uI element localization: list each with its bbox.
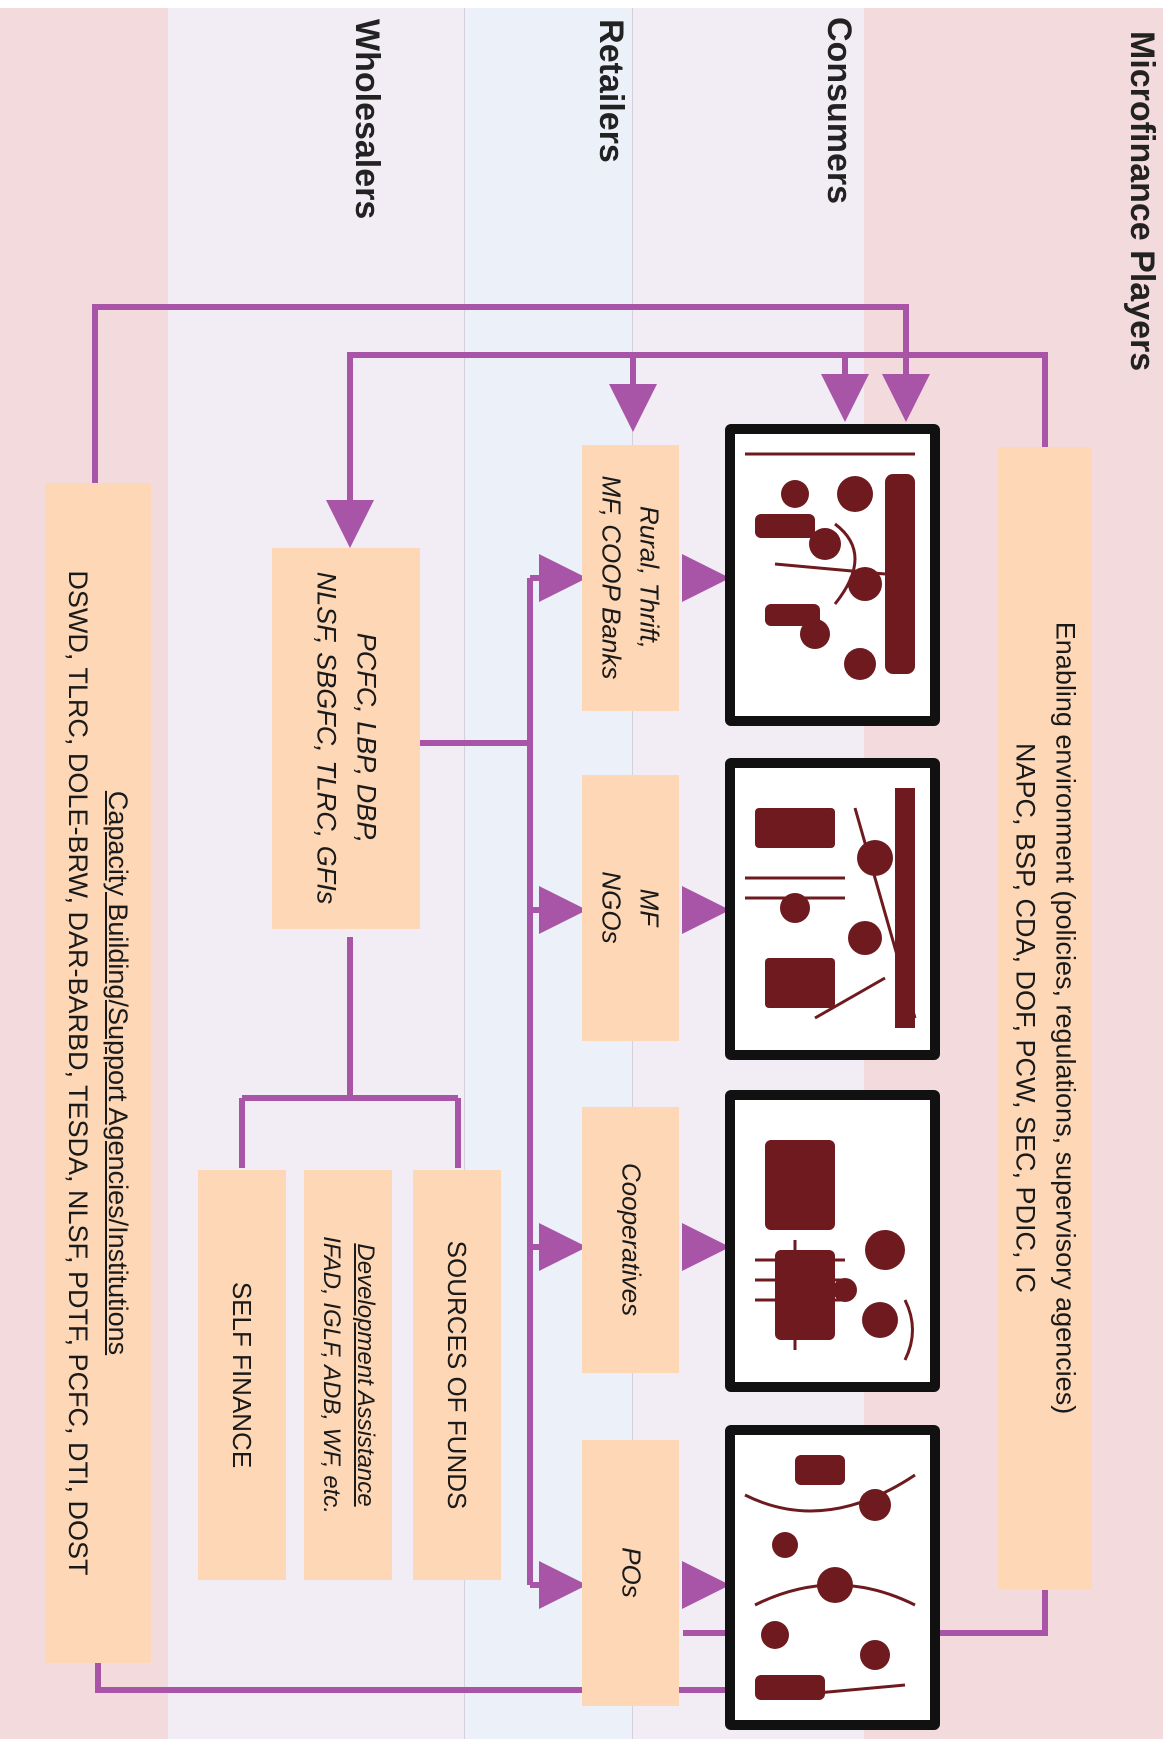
- wholesaler-pcfc-box[interactable]: PCFC, LBP, DBP, NLSF, SBGFC, TLRC, GFIs: [272, 548, 420, 929]
- market-illustration: [745, 788, 917, 1028]
- sources-of-funds-box[interactable]: SOURCES OF FUNDS: [413, 1170, 501, 1580]
- retailer-pos-box[interactable]: POs: [582, 1440, 679, 1706]
- band-divider: [464, 8, 465, 1739]
- self-finance-box[interactable]: SELF FINANCE: [198, 1170, 286, 1580]
- retailer-ngos-line2: NGOs: [596, 871, 627, 944]
- capacity-building-box: Capacity Building/Support Agencies/Insti…: [45, 483, 151, 1663]
- retailer-banks-line1: Rural, Thrift,: [634, 505, 665, 650]
- wholesaler-pcfc-line1: PCFC, LBP, DBP,: [351, 632, 382, 844]
- retailer-ngos-line1: MF: [634, 888, 665, 927]
- enabling-title: Enabling environment (policies, regulati…: [1050, 621, 1081, 1415]
- development-assistance-title: Development Assistance: [352, 1243, 379, 1507]
- enabling-agencies: NAPC, BSP, CDA, DOF, PCW, SEC, PDIC, IC: [1010, 742, 1041, 1294]
- community-illustration: [744, 1455, 916, 1700]
- retailer-banks-box[interactable]: Rural, Thrift, MF, COOP Banks: [582, 445, 679, 711]
- wholesaler-pcfc-line2: NLSF, SBGFC, TLRC, GFIs: [311, 571, 342, 905]
- illustration-frame: [725, 1090, 940, 1392]
- retailer-pos-label: POs: [616, 1547, 647, 1598]
- self-finance-label: SELF FINANCE: [227, 1281, 257, 1469]
- people-meeting-illustration: [745, 452, 915, 680]
- enabling-environment-box: Enabling environment (policies, regulati…: [998, 447, 1092, 1590]
- capacity-building-title: Capacity Building/Support Agencies/Insti…: [103, 790, 133, 1356]
- retailer-cooperatives-box[interactable]: Cooperatives: [582, 1107, 679, 1373]
- retailer-ngos-box[interactable]: MF NGOs: [582, 775, 679, 1041]
- retailer-banks-line2: MF, COOP Banks: [596, 475, 627, 680]
- development-assistance-box[interactable]: Development Assistance IFAD, IGLF, ADB, …: [304, 1170, 392, 1580]
- retailer-cooperatives-label: Cooperatives: [616, 1162, 647, 1317]
- illustration-frame: [725, 758, 940, 1060]
- sources-of-funds-label: SOURCES OF FUNDS: [442, 1240, 472, 1510]
- illustration-frame: [725, 1425, 940, 1730]
- capacity-building-agencies: DSWD, TLRC, DOLE-BRW, DAR-BARBD, TESDA, …: [63, 570, 93, 1576]
- illustration-frame: [725, 424, 940, 726]
- cooperative-illustration: [755, 1140, 914, 1361]
- development-assistance-agencies: IFAD, IGLF, ADB, WF, etc.: [318, 1236, 345, 1514]
